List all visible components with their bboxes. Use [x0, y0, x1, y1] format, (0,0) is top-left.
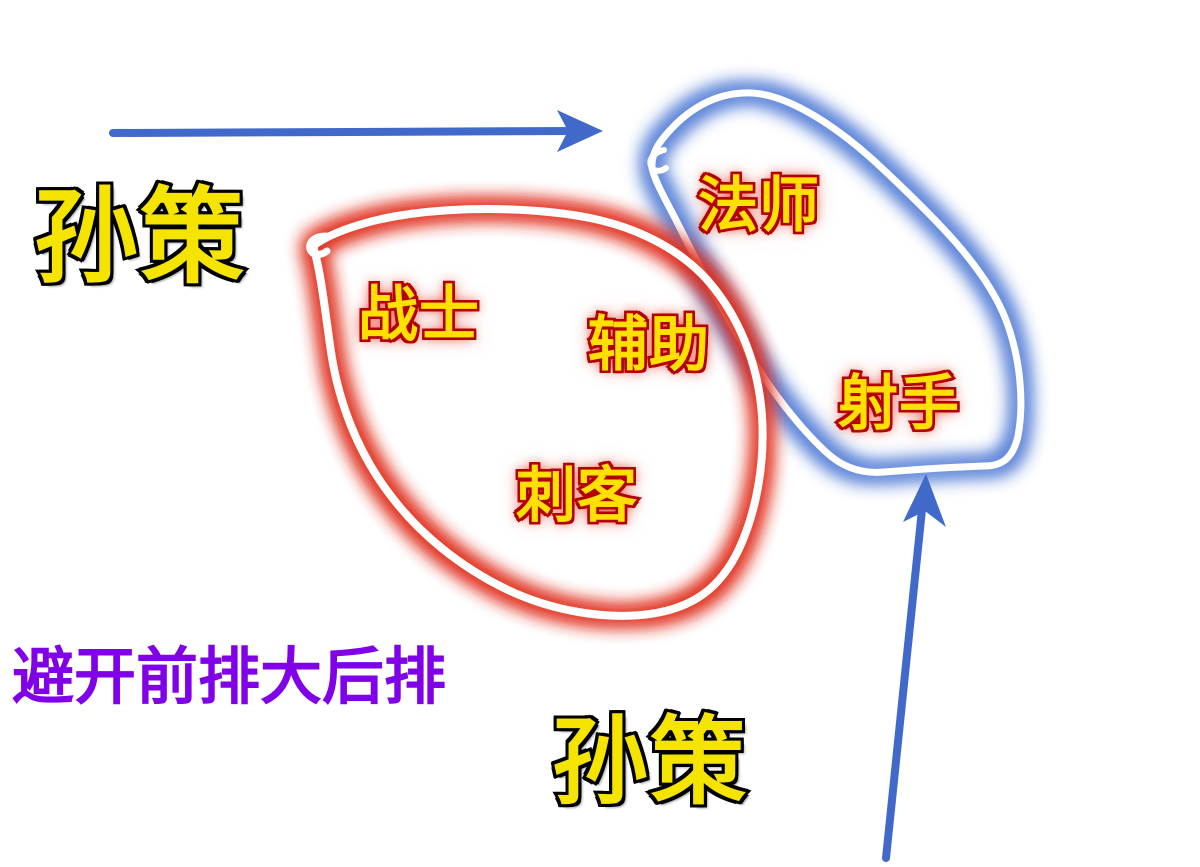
arrow-bottom-head [903, 474, 946, 527]
arrow-bottom-shaft [882, 496, 927, 862]
role-label-warrior: 战士 [356, 280, 482, 350]
arrow-top-head [557, 110, 603, 152]
advice-note: 避开前排大后排 [12, 640, 447, 713]
arrow-top [109, 110, 603, 152]
front-line-group-outline [309, 205, 767, 620]
role-label-marksman: 射手 [836, 369, 962, 439]
front-line-group-start-hook [306, 232, 331, 258]
arrow-bottom [882, 474, 946, 862]
front-line-group-shape [306, 205, 767, 620]
hero-label-bottom: 孙策 [549, 706, 749, 818]
hero-label-top-left: 孙策 [31, 176, 247, 298]
role-label-assassin: 刺客 [514, 461, 640, 531]
role-label-support: 辅助 [586, 310, 712, 380]
arrow-top-shaft [109, 127, 582, 137]
back-line-group-start-hook [647, 147, 669, 174]
role-label-mage: 法师 [696, 171, 822, 241]
